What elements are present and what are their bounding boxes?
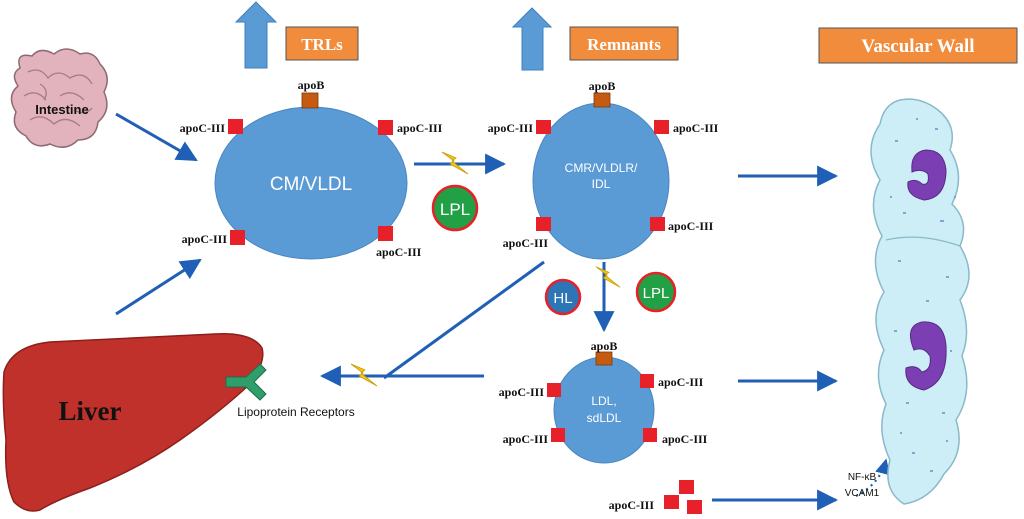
vcam1-label: VCAM1 [845,488,880,499]
dotted-arrow-vcam1 [855,458,891,497]
lightning-bolt-hl [595,266,621,288]
apoc3-label: apoC-III [488,121,534,135]
cell-nucleus-bottom [905,321,947,391]
apoc3-label: apoC-III [668,219,714,233]
apoc3-marker [654,120,669,134]
apob-marker [301,92,319,109]
apoc3-marker [378,120,393,135]
hl-label: HL [553,290,572,307]
apoc3-label: apoC-III [499,385,545,399]
lpl-label: LPL [643,285,670,302]
apoc3-label: apoC-III [673,121,719,135]
apoc3-marker [643,428,657,442]
vascular-wall-cells [870,98,970,505]
cm-vldl-particle: CM/VLDL apoB apoC-III apoC-III apoC-III … [180,78,443,260]
apoc3-label: apoC-III [662,432,708,446]
lpl-enzyme: LPL [431,184,479,232]
cm-vldl-label: CM/VLDL [270,174,352,195]
apob-marker [595,351,613,366]
remnant-label-line1: CMR/VLDLR/ [565,161,638,175]
free-apoc3-cluster: apoC-III [609,480,702,514]
trls-header-box: TRLs [285,26,359,61]
apob-label: apoB [589,79,616,93]
line-remnant-to-liver [383,260,545,380]
apoc3-marker [664,495,679,509]
ldl-label-line1: LDL, [591,394,616,408]
free-apoc3-label: apoC-III [609,498,655,512]
intestine-icon: Intestine [10,48,108,148]
liver-icon: Liver [2,333,264,512]
apob-marker [593,92,611,108]
up-arrow-remnants [511,7,553,71]
apoc3-marker [230,230,245,245]
vascular-wall-header-box: Vascular Wall [818,27,1018,64]
apoc3-marker [640,374,654,388]
nfkb-label: NF-κB [848,472,877,483]
vascular-wall-header-text: Vascular Wall [861,36,974,57]
intestine-label: Intestine [35,102,88,117]
lipoprotein-receptor-icon [225,363,267,401]
hl-enzyme: HL [544,278,582,316]
cell-nucleus-top [907,149,947,201]
remnant-label-line2: IDL [592,177,611,191]
apob-label: apoB [298,78,325,92]
apoc3-label: apoC-III [182,232,228,246]
remnant-particle: CMR/VLDLR/ IDL apoB apoC-III apoC-III ap… [488,79,719,260]
apoc3-label: apoC-III [658,375,704,389]
apoc3-marker [687,500,702,514]
lipoprotein-receptors-label: Lipoprotein Receptors [237,405,354,419]
apoc3-label: apoC-III [397,121,443,135]
lpl-label: LPL [440,200,470,219]
up-arrow-trls [234,1,278,69]
arrow-liver-to-vldl [115,258,202,316]
apoc3-label: apoC-III [503,432,549,446]
arrow-intestine-to-cm [115,112,198,162]
trls-header-text: TRLs [301,35,343,54]
apoc3-marker [378,226,393,241]
apoc3-label: apoC-III [180,121,226,135]
liver-label: Liver [59,396,122,426]
apoc3-marker [536,120,551,134]
apoc3-marker [547,383,561,397]
apoc3-marker [228,119,243,134]
apoc3-marker [551,428,565,442]
apoc3-label: apoC-III [503,236,549,250]
apoc3-marker [536,217,551,231]
flow-arrows [115,112,839,511]
remnants-header-text: Remnants [587,35,661,54]
lpl-enzyme: LPL [635,271,677,313]
apob-label: apoB [591,339,618,353]
remnants-header-box: Remnants [569,26,679,61]
apoc3-marker [679,480,694,494]
ldl-label-line2: sdLDL [587,411,622,425]
ldl-particle: LDL, sdLDL apoB apoC-III apoC-III apoC-I… [499,339,708,464]
apoc3-marker [650,217,665,231]
apoc3-label: apoC-III [376,245,422,259]
